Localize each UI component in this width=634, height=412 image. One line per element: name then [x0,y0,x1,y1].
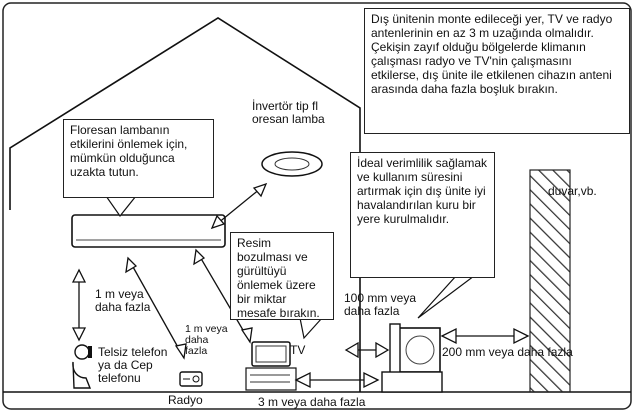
phone-user [72,344,92,389]
tv-set [245,341,297,391]
label-3m: 3 m veya daha fazla [258,395,366,409]
arrow-unit-tv [193,248,253,344]
arrow-100mm [344,341,390,359]
radio-device [179,371,203,387]
arrow-200mm [440,327,530,345]
label-200mm: 200 mm veya daha fazla [442,345,573,359]
callout-fluorescent: Floresan lambanın etkilerini önlemek içi… [63,119,214,198]
wall-hatched [529,169,571,393]
indoor-unit [71,214,226,248]
pointer-picture [299,317,324,340]
label-tv: TV [290,343,306,357]
pointer-ventilation [417,275,476,319]
label-1m-phone: 1 m veya daha fazla [95,287,151,314]
label-1m-radio: 1 m veya daha fazla [185,323,228,357]
label-phone: Telsiz telefon ya da Cep telefonu [98,345,168,385]
arrow-unit-radio [125,256,187,360]
arrow-unit-lamp [210,182,268,230]
outdoor-unit [381,323,443,393]
label-inverter-lamp: İnvertör tip fl oresan lamba [252,99,325,126]
label-radio: Radyo [168,393,203,407]
callout-picture-noise: Resim bozulması ve gürültüyü önlemek üze… [230,232,334,320]
arrow-unit-down [71,268,87,342]
label-100mm: 100 mm veya daha fazla [344,291,417,318]
fluorescent-lamp [261,151,323,177]
callout-outdoor-distance: Dış ünitenin monte edileceği yer, TV ve … [364,8,630,134]
label-wall: duvar,vb. [548,184,597,198]
pointer-fluorescent [104,195,138,218]
arrow-tv-outdoor [294,371,380,389]
callout-ventilation: İdeal verimlilik sağlamak ve kullanım sü… [350,152,495,278]
